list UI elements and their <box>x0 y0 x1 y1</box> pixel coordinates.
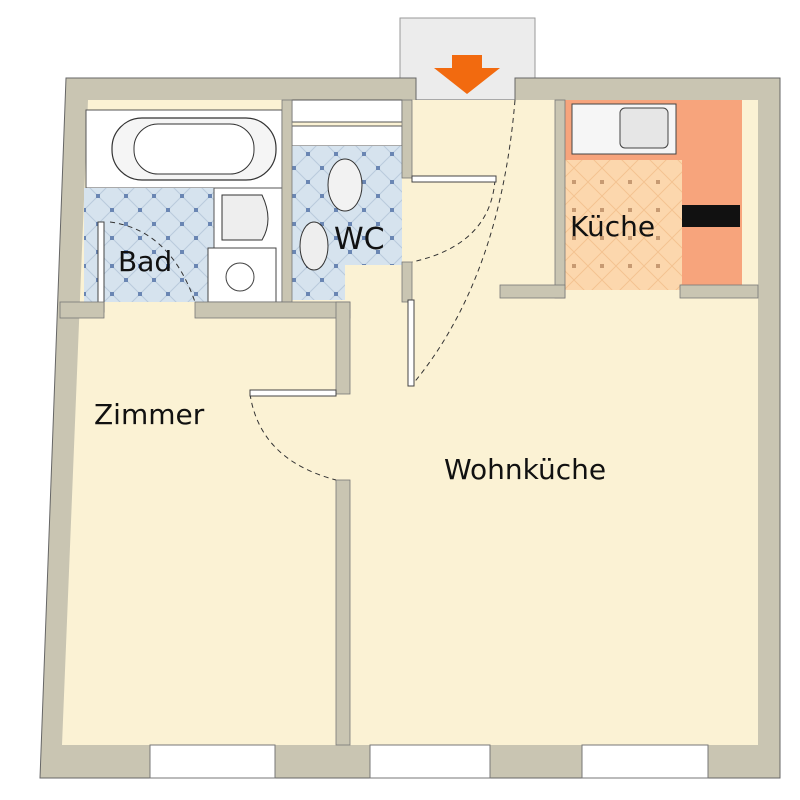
bad-door <box>97 221 105 313</box>
wc-washbasin <box>299 221 329 271</box>
bathtub-inner <box>133 123 255 175</box>
interior-walls <box>59 99 759 746</box>
windows <box>149 744 709 779</box>
toilet <box>327 158 363 212</box>
bad-floor <box>84 188 214 302</box>
bad-door-swing <box>109 221 196 303</box>
stove <box>682 205 740 227</box>
storage-shelf <box>291 125 403 147</box>
zimmer-door-swing <box>249 393 337 481</box>
room-label-zimmer: Zimmer <box>94 398 205 431</box>
room-label-kueche: Küche <box>570 210 656 243</box>
kitchen-floor <box>565 160 682 290</box>
wc-door <box>411 175 497 183</box>
washbasin <box>221 194 269 241</box>
zimmer-door <box>249 389 337 397</box>
arrow-down-icon <box>434 55 500 94</box>
entrance-door <box>407 299 415 387</box>
room-label-wohnkueche: Wohnküche <box>444 453 607 486</box>
entrance-door-swing <box>411 99 516 386</box>
room-label-wc: WC <box>334 222 385 257</box>
room-label-bad: Bad <box>118 245 173 278</box>
storage-shelf <box>291 99 403 123</box>
